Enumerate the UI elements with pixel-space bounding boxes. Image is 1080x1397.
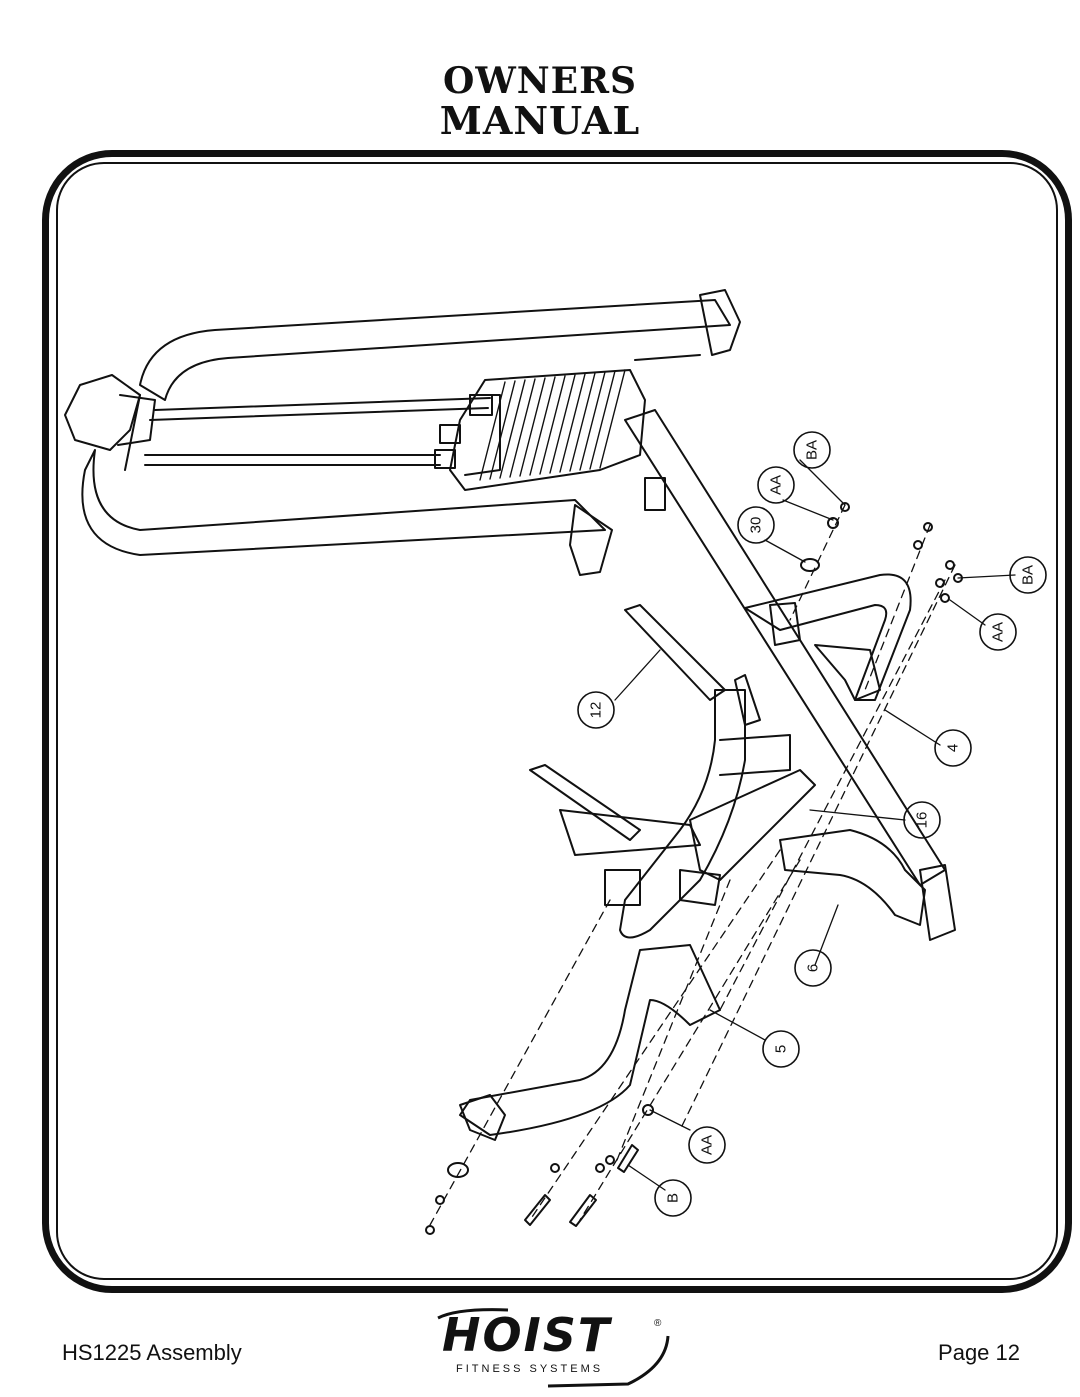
callout-5: 5: [773, 1045, 790, 1053]
assembly-dashed-lines: [429, 504, 956, 1226]
manual-title-line2: MANUAL: [439, 98, 641, 143]
callout-4: 4: [945, 744, 962, 752]
callout-aa-right: AA: [990, 622, 1007, 642]
hoist-logo: HOIST ® FITNESS SYSTEMS: [398, 1306, 688, 1391]
upper-frame: [64, 289, 741, 576]
callout-30: 30: [748, 517, 765, 534]
logo-registered-mark: ®: [654, 1318, 662, 1329]
diagram-frame-outer: [42, 150, 1072, 1293]
leg-part-5: [459, 944, 721, 1141]
main-diagonal-tube: [624, 409, 956, 941]
callout-leaders: [614, 459, 1016, 1191]
document-id: HS1225 Assembly: [62, 1340, 242, 1365]
callout-ba-top: BA: [804, 440, 821, 460]
callout-16: 16: [914, 812, 931, 829]
logo-word: HOIST: [442, 1308, 612, 1362]
callout-aa-top: AA: [768, 475, 785, 495]
hardware: [425, 502, 963, 1235]
callout-circles: [577, 431, 1047, 1217]
callout-ba-right: BA: [1020, 565, 1037, 585]
callout-b: B: [665, 1193, 682, 1203]
manual-title-line1: OWNERS: [442, 60, 638, 102]
callout-labels: BA AA 30 BA AA 12 4 16 6 5 AA B: [588, 440, 1037, 1203]
logo-swoosh-icon: [437, 1308, 670, 1388]
callout-12: 12: [588, 702, 605, 719]
page-number: Page 12: [938, 1340, 1020, 1365]
logo-subtitle: FITNESS SYSTEMS: [456, 1363, 604, 1375]
handle-part-12: [619, 604, 791, 939]
callout-6: 6: [805, 964, 822, 972]
bracket-part-4: [744, 573, 912, 701]
weight-stack: [434, 369, 646, 491]
carriage-part-16: [529, 764, 816, 906]
diagram-frame-inner: [56, 162, 1058, 1280]
leg-part-6: [779, 829, 926, 926]
callout-aa-bottom: AA: [699, 1135, 716, 1155]
